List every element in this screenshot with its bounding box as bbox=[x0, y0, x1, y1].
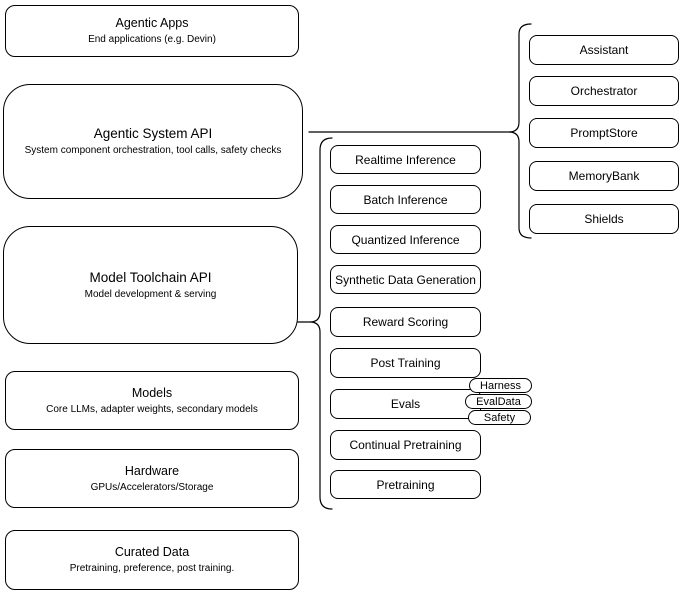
node-models: Models Core LLMs, adapter weights, secon… bbox=[5, 371, 299, 430]
node-label: Pretraining bbox=[376, 477, 435, 492]
node-subtitle: Core LLMs, adapter weights, secondary mo… bbox=[46, 403, 258, 415]
node-subtitle: Model development & serving bbox=[84, 288, 217, 300]
node-label: Shields bbox=[584, 212, 624, 226]
node-realtime-inference: Realtime Inference bbox=[330, 145, 481, 174]
node-post-training: Post Training bbox=[330, 348, 481, 378]
node-subtitle: End applications (e.g. Devin) bbox=[88, 34, 216, 45]
node-model-toolchain-api: Model Toolchain API Model development & … bbox=[3, 226, 298, 344]
node-label: Evals bbox=[390, 397, 421, 411]
node-orchestrator: Orchestrator bbox=[529, 76, 679, 106]
node-label: Realtime Inference bbox=[355, 152, 456, 167]
node-title: Model Toolchain API bbox=[89, 269, 212, 285]
node-label: Continual Pretraining bbox=[349, 438, 462, 452]
badge-harness: Harness bbox=[469, 378, 532, 393]
node-label: PromptStore bbox=[570, 126, 638, 140]
node-label: Quantized Inference bbox=[351, 232, 460, 247]
node-promptstore: PromptStore bbox=[529, 118, 679, 148]
badge-label: Safety bbox=[483, 411, 516, 424]
node-evals: Evals bbox=[330, 389, 481, 419]
node-subtitle: Pretraining, preference, post training. bbox=[69, 563, 235, 574]
node-label: Assistant bbox=[579, 43, 629, 57]
node-label: Post Training bbox=[370, 356, 441, 370]
node-title: Models bbox=[131, 385, 173, 400]
node-quantized-inference: Quantized Inference bbox=[330, 225, 481, 254]
node-label: Batch Inference bbox=[363, 192, 448, 207]
node-label: Synthetic Data Generation bbox=[335, 272, 476, 287]
node-assistant: Assistant bbox=[529, 35, 679, 65]
node-label: Orchestrator bbox=[570, 84, 638, 98]
node-label: Reward Scoring bbox=[362, 315, 449, 329]
node-synthetic-data-generation: Synthetic Data Generation bbox=[330, 265, 481, 294]
node-pretraining: Pretraining bbox=[330, 470, 481, 499]
node-subtitle: GPUs/Accelerators/Storage bbox=[90, 481, 214, 493]
node-title: Agentic System API bbox=[93, 126, 213, 141]
node-continual-pretraining: Continual Pretraining bbox=[330, 430, 481, 460]
badge-label: EvalData bbox=[476, 395, 521, 408]
brace-toolchain-services bbox=[309, 137, 333, 510]
node-hardware: Hardware GPUs/Accelerators/Storage bbox=[5, 449, 299, 508]
node-shields: Shields bbox=[529, 204, 679, 234]
node-label: MemoryBank bbox=[568, 169, 640, 183]
node-title: Agentic Apps bbox=[115, 16, 189, 30]
badge-label: Harness bbox=[480, 379, 521, 392]
node-title: Curated Data bbox=[114, 545, 190, 559]
badge-safety: Safety bbox=[468, 410, 531, 425]
node-subtitle: System component orchestration, tool cal… bbox=[24, 145, 282, 156]
node-reward-scoring: Reward Scoring bbox=[330, 307, 481, 337]
node-agentic-system-api: Agentic System API System component orch… bbox=[3, 84, 303, 199]
node-agentic-apps: Agentic Apps End applications (e.g. Devi… bbox=[5, 5, 299, 57]
node-memorybank: MemoryBank bbox=[529, 161, 679, 191]
node-batch-inference: Batch Inference bbox=[330, 185, 481, 214]
badge-evaldata: EvalData bbox=[465, 394, 532, 409]
node-curated-data: Curated Data Pretraining, preference, po… bbox=[5, 530, 299, 590]
brace-system-components bbox=[508, 23, 532, 239]
node-title: Hardware bbox=[124, 463, 180, 478]
